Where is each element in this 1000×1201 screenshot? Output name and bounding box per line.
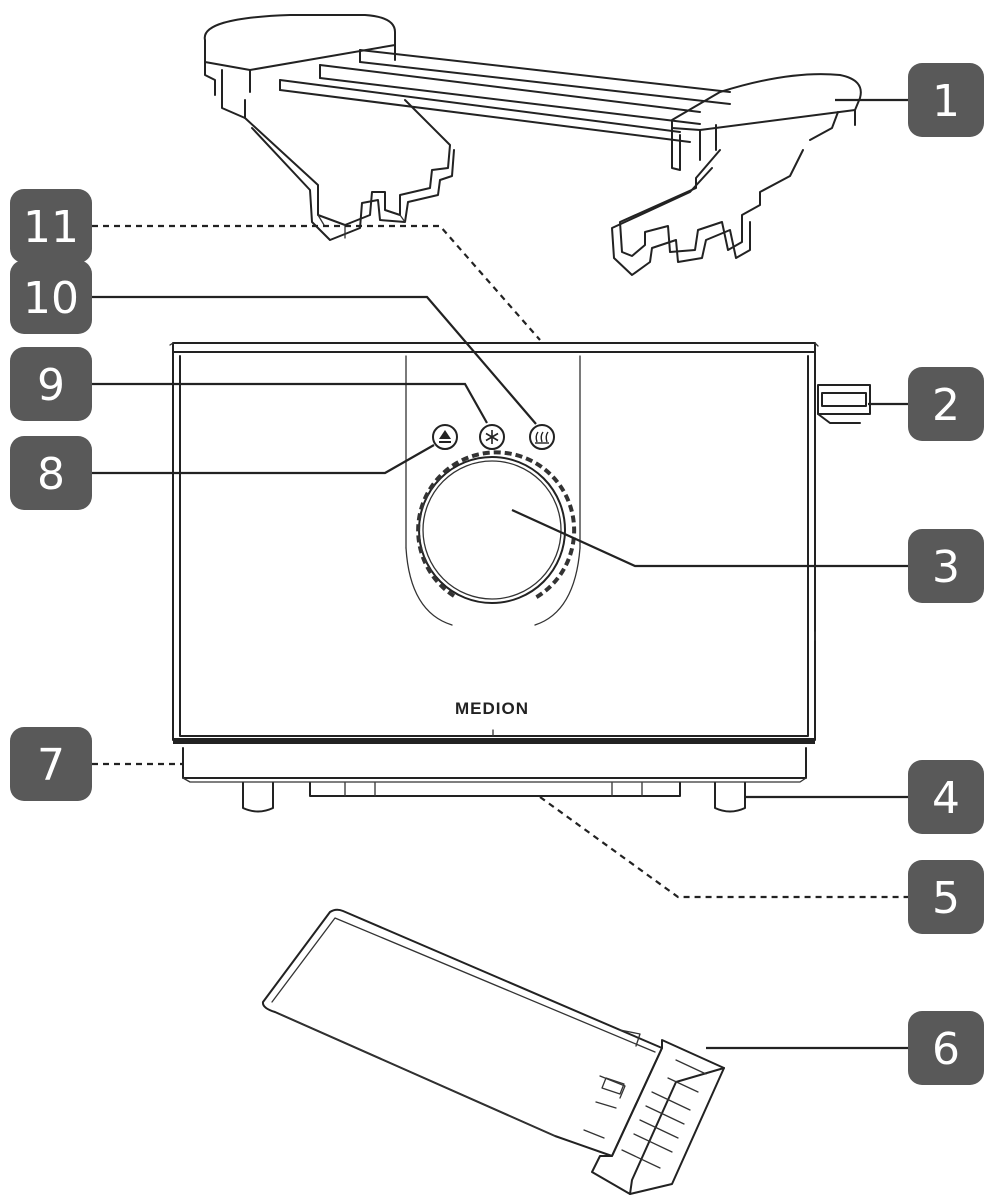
callout-5: 5 [908, 860, 984, 934]
svg-text:10: 10 [23, 273, 79, 324]
svg-text:5: 5 [932, 873, 960, 924]
svg-text:8: 8 [37, 449, 65, 500]
callout-10: 10 [10, 260, 92, 334]
browning-dial[interactable] [416, 450, 577, 604]
eject-icon [439, 430, 451, 443]
brand-logo: MEDION [455, 699, 529, 718]
reheat-button[interactable] [529, 424, 555, 450]
callout-4: 4 [908, 760, 984, 834]
svg-text:6: 6 [932, 1024, 960, 1075]
svg-text:1: 1 [932, 76, 960, 127]
crumb-tray [261, 908, 725, 1195]
bun-warmer-rack [203, 14, 862, 276]
snowflake-icon [485, 430, 499, 444]
svg-text:4: 4 [932, 773, 960, 824]
reheat-icon [535, 431, 549, 444]
svg-text:3: 3 [932, 542, 960, 593]
callout-2: 2 [908, 367, 984, 441]
callout-9: 9 [10, 347, 92, 421]
svg-text:9: 9 [37, 360, 65, 411]
svg-text:11: 11 [23, 202, 79, 253]
callout-6: 6 [908, 1011, 984, 1085]
toaster-body [169, 342, 871, 813]
callout-8: 8 [10, 436, 92, 510]
svg-text:7: 7 [37, 740, 65, 791]
defrost-button[interactable] [479, 424, 505, 450]
callout-11: 11 [10, 189, 92, 263]
callout-1: 1 [908, 63, 984, 137]
callout-3: 3 [908, 529, 984, 603]
cancel-button[interactable] [432, 424, 458, 450]
leader-lines [92, 98, 912, 1050]
callout-7: 7 [10, 727, 92, 801]
svg-text:2: 2 [932, 380, 960, 431]
